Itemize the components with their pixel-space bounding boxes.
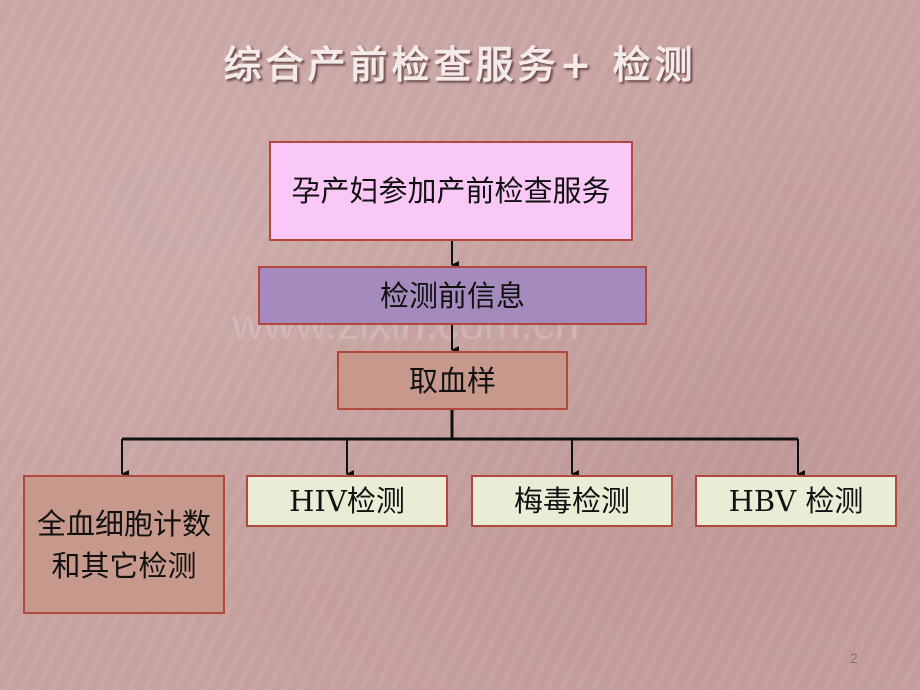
node-hiv-test-label: HIV检测: [289, 484, 405, 518]
node-hiv-test: HIV检测: [246, 475, 448, 527]
node-cbc-and-other-tests: 全血细胞计数和其它检测: [23, 475, 225, 614]
node-blood-sample: 取血样: [337, 351, 568, 410]
page-number: 2: [850, 650, 858, 666]
node-pretest-information-label: 检测前信息: [379, 278, 525, 313]
node-blood-sample-label: 取血样: [408, 363, 496, 398]
node-prenatal-care: 孕产妇参加产前检查服务: [269, 141, 633, 241]
node-hbv-test: HBV 检测: [695, 475, 897, 527]
node-hbv-test-label: HBV 检测: [728, 484, 864, 518]
node-pretest-information: 检测前信息: [258, 266, 647, 325]
node-syphilis-test-label: 梅毒检测: [513, 484, 630, 518]
slide-title: 综合产前检查服务+ 检测: [223, 43, 697, 87]
node-cbc-and-other-tests-label: 全血细胞计数和其它检测: [36, 506, 211, 583]
node-syphilis-test: 梅毒检测: [471, 475, 673, 527]
node-prenatal-care-label: 孕产妇参加产前检查服务: [291, 174, 611, 208]
